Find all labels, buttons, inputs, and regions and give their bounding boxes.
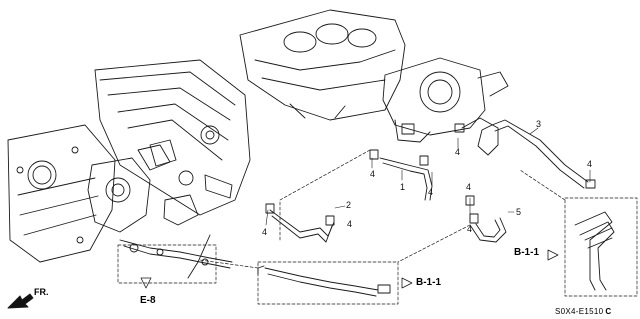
- intake-manifold-illustration: [239, 9, 406, 121]
- callout-3: 3: [536, 119, 542, 129]
- water-bypass-hose-2: [265, 203, 335, 243]
- diagram-code-suffix: C: [605, 307, 612, 316]
- front-label: FR.: [34, 287, 49, 297]
- reference-b11-bottom: B-1-1: [416, 277, 442, 288]
- callout-4: 4: [347, 219, 353, 229]
- reference-b11-right: B-1-1: [514, 247, 540, 258]
- water-outlet-illustration: [87, 144, 199, 233]
- callout-4: 4: [428, 187, 434, 197]
- inset-boxes: [117, 149, 638, 305]
- front-direction-arrow: [7, 293, 34, 309]
- water-bypass-hose-1: [369, 149, 433, 201]
- throttle-body-illustration: [382, 57, 509, 143]
- diagram-code-text: S0X4-E1510: [555, 307, 604, 316]
- cylinder-head-illustration: [94, 59, 251, 216]
- water-pipe-bottom: [257, 265, 391, 297]
- reference-e8: E-8: [140, 295, 156, 306]
- callout-4: 4: [467, 224, 473, 234]
- callout-1: 1: [400, 182, 406, 192]
- water-pipe-connector-assembly: [574, 211, 615, 291]
- callout-5: 5: [516, 207, 522, 217]
- water-pipe-lower: [119, 234, 233, 279]
- callout-2: 2: [346, 200, 352, 210]
- callout-4: 4: [262, 227, 268, 237]
- callout-4: 4: [587, 159, 593, 169]
- water-pipe-3: [454, 117, 596, 189]
- valve-cover-illustration: [7, 124, 116, 263]
- leader-lines: [265, 127, 591, 226]
- callout-4: 4: [370, 169, 376, 179]
- callout-4: 4: [466, 182, 472, 192]
- callout-4: 4: [455, 147, 461, 157]
- water-hose-5: [465, 195, 507, 243]
- reference-arrows: [140, 249, 559, 289]
